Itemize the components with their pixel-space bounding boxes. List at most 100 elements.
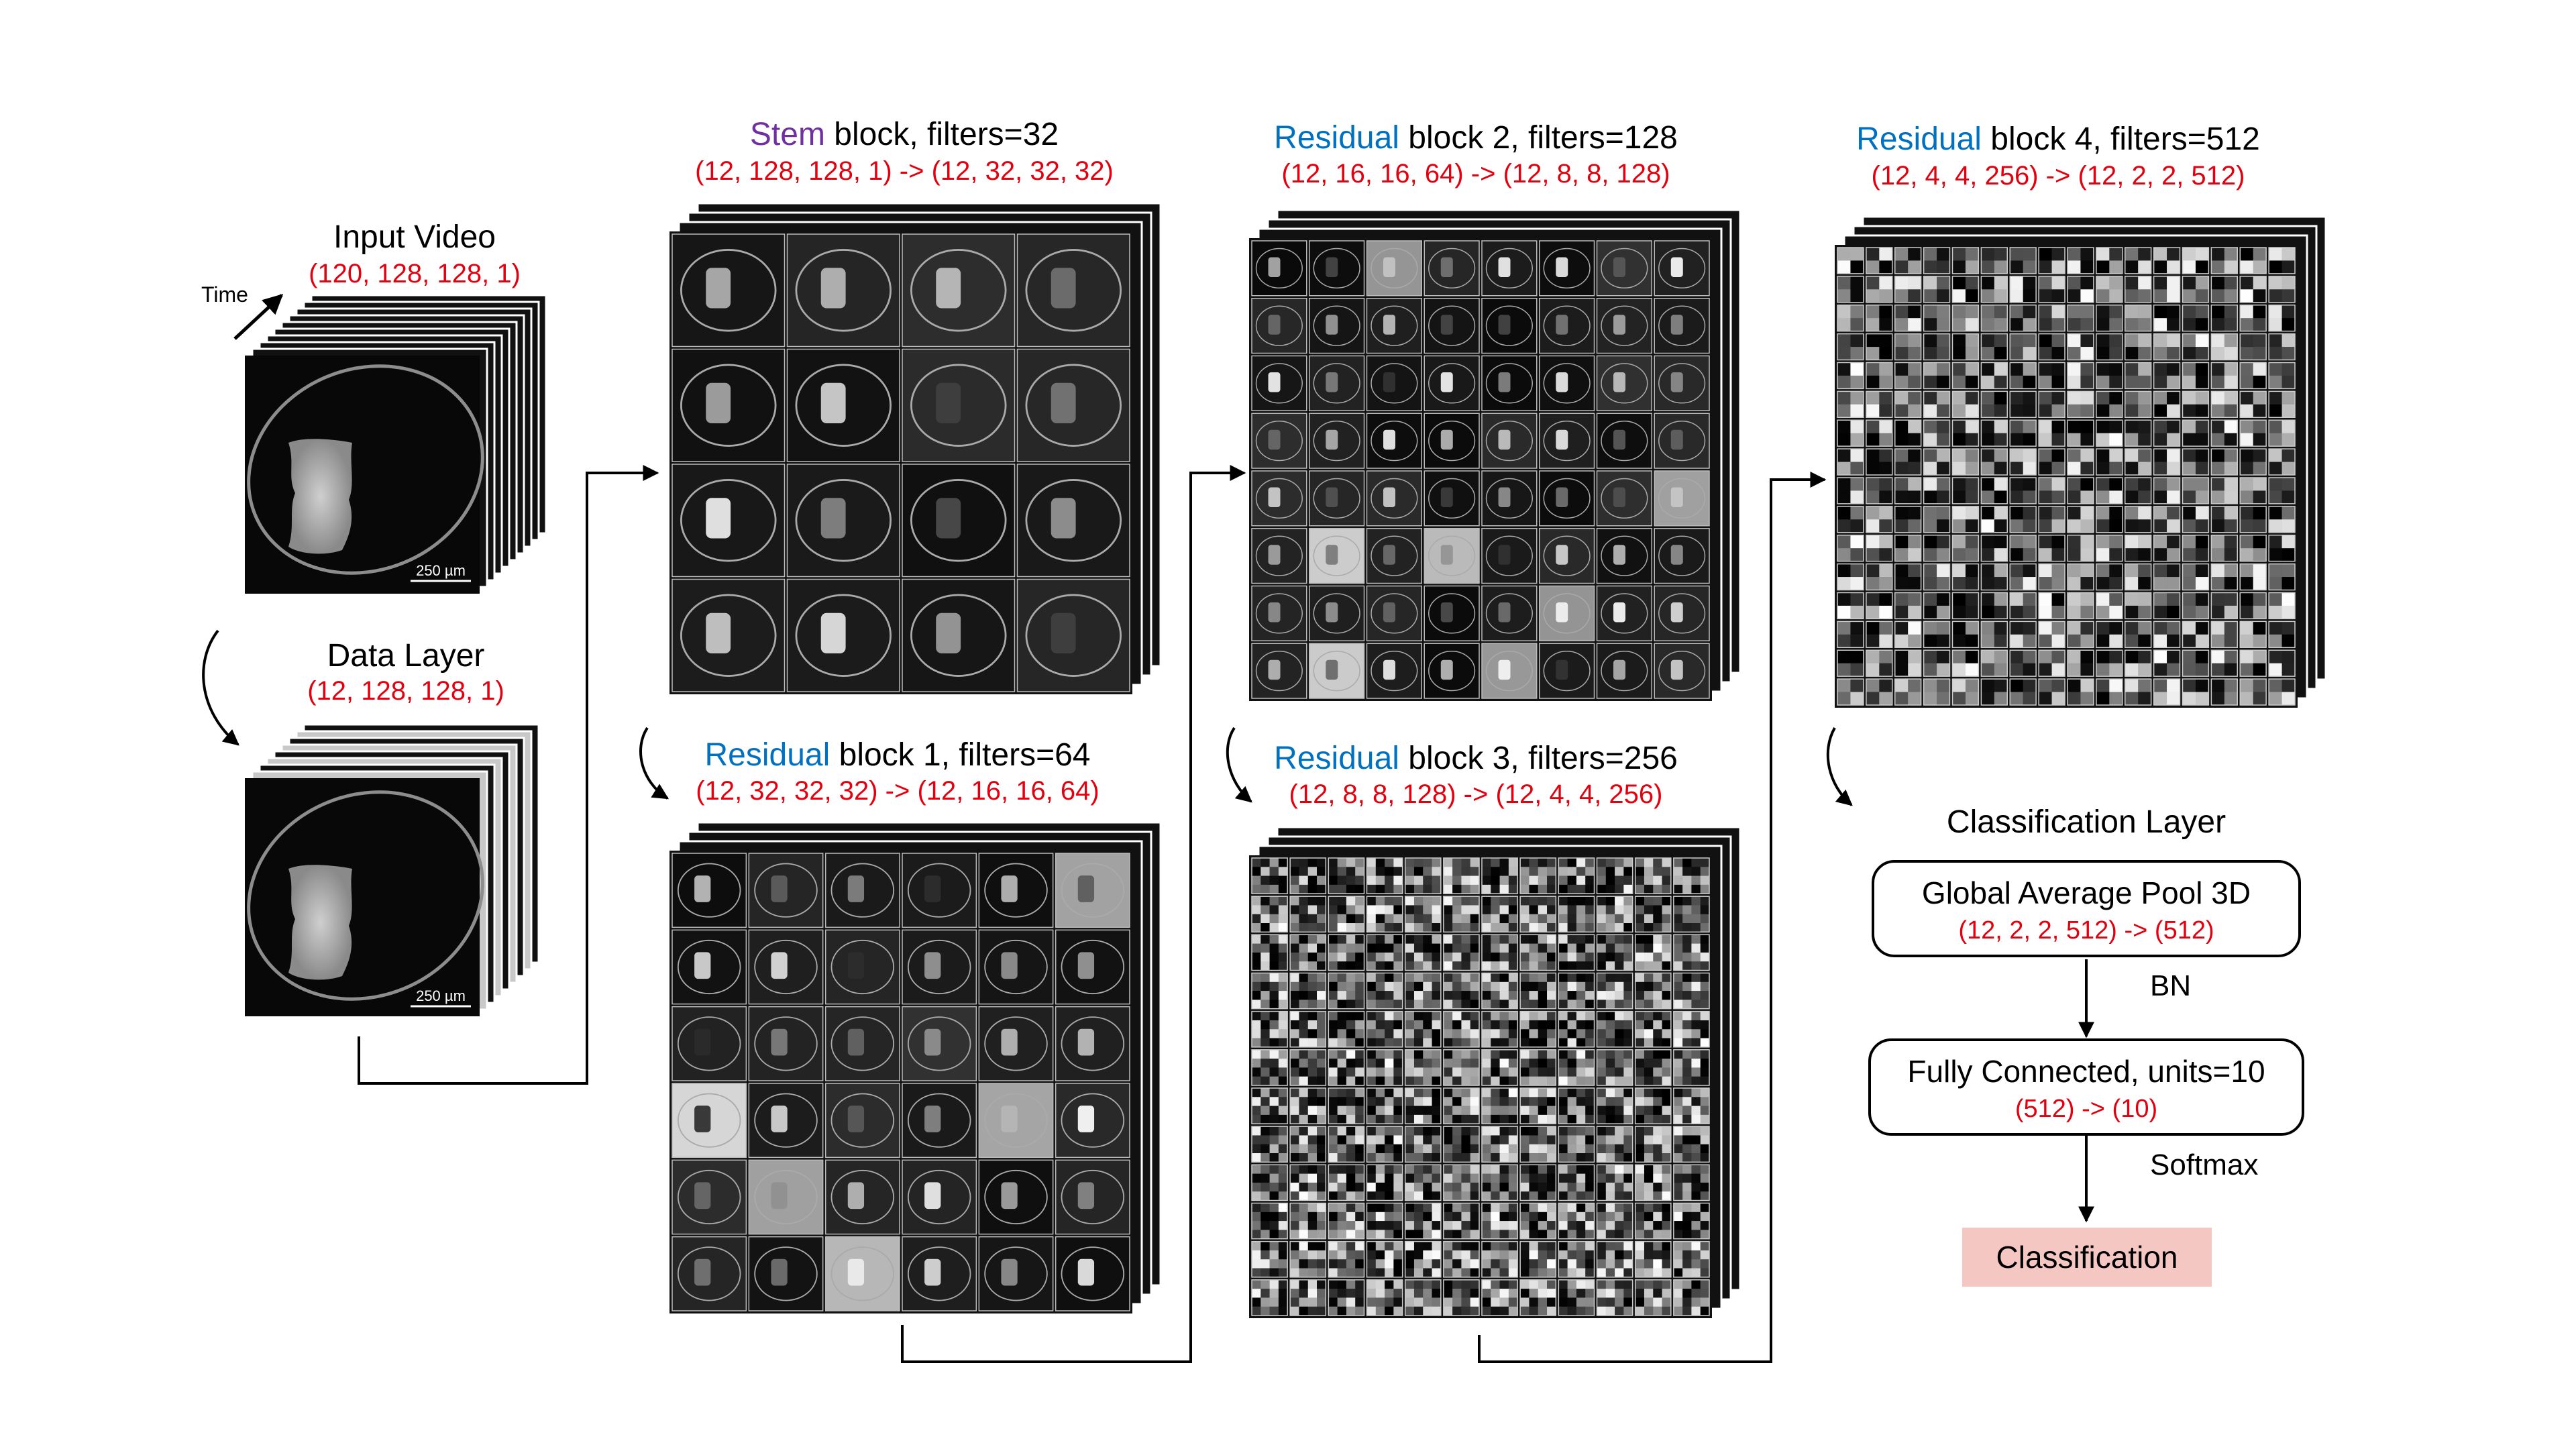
connector-data-to-stem [358, 465, 659, 1085]
feature-map-tile [2067, 477, 2094, 504]
feature-map-tile [1251, 1087, 1288, 1124]
feature-map-tile [1424, 470, 1480, 527]
feature-map-tile [1866, 477, 1893, 504]
feature-map-tile [2125, 448, 2152, 476]
feature-map-tile [1328, 1049, 1365, 1086]
feature-map-tile [1894, 390, 1922, 418]
feature-map-tile [1634, 1087, 1672, 1124]
feature-map-tile [1055, 1006, 1130, 1081]
feature-map-tile [672, 1236, 747, 1311]
feature-map-tile [1837, 333, 1864, 361]
feature-map-tile [1980, 276, 2008, 303]
feature-map-tile [1837, 390, 1864, 418]
feature-map-tile [1866, 247, 1893, 274]
feature-map-tile [2268, 563, 2296, 591]
feature-map-tile [2125, 621, 2152, 648]
feature-map-tile [2009, 333, 2037, 361]
feature-map-tile [1837, 621, 1864, 648]
feature-map-tile [1404, 1202, 1442, 1240]
feature-map-tile [2009, 621, 2037, 648]
feature-map-tile [1634, 1279, 1672, 1316]
feature-map-tile [1055, 1236, 1130, 1311]
res4-block-shape: (12, 4, 4, 256) -> (12, 2, 2, 512) [1871, 161, 2245, 191]
feature-map-tile [1289, 896, 1327, 933]
feature-map-tile [1481, 528, 1538, 584]
res1-block-shape: (12, 32, 32, 32) -> (12, 16, 16, 64) [696, 776, 1099, 806]
feature-map-tile [1558, 1049, 1595, 1086]
feature-map-tile [2210, 535, 2238, 562]
feature-map-tile [2125, 247, 2152, 274]
feature-map-tile [672, 1159, 747, 1235]
feature-map-tile [672, 233, 786, 347]
feature-map-tile [1328, 896, 1365, 933]
feature-map-tile [2009, 419, 2037, 447]
input-scale-bar: 250 µm [416, 562, 466, 579]
feature-map-tile [1404, 896, 1442, 933]
feature-map-tile [672, 578, 786, 692]
feature-map-tile [2009, 563, 2037, 591]
feature-map-tile [1251, 298, 1307, 354]
feature-map-tile [1251, 1126, 1288, 1163]
feature-map-tile [1837, 276, 1864, 303]
feature-map-tile [1866, 592, 1893, 620]
feature-map-tile [2096, 276, 2123, 303]
feature-map-tile [2096, 390, 2123, 418]
stem-keyword: Stem [749, 117, 825, 152]
feature-map-tile [1894, 649, 1922, 677]
feature-map-tile [1837, 649, 1864, 677]
feature-map-tile [2096, 477, 2123, 504]
feature-map-tile [1289, 1202, 1327, 1240]
feature-map-tile [1596, 470, 1652, 527]
feature-map-tile [1980, 448, 2008, 476]
res2-title-rest: block 2, filters=128 [1399, 120, 1678, 156]
feature-map-tile [1519, 1202, 1557, 1240]
feature-map-tile [1654, 298, 1710, 354]
feature-map-tile [1424, 298, 1480, 354]
feature-map-tile [902, 1159, 977, 1235]
feature-map-tile [748, 1083, 824, 1159]
feature-map-tile [2210, 276, 2238, 303]
feature-map-tile [1837, 563, 1864, 591]
input-video-shape: (120, 128, 128, 1) [309, 259, 521, 288]
feature-map-tile [2239, 305, 2267, 332]
feature-map-tile [2096, 506, 2123, 533]
feature-map-tile [2153, 563, 2181, 591]
feature-map-tile [2153, 276, 2181, 303]
feature-map-tile [1539, 643, 1595, 699]
feature-map-tile [2268, 649, 2296, 677]
data-layer-frame: 250 µm [245, 778, 484, 1016]
feature-map-tile [2239, 535, 2267, 562]
feature-map-tile [2096, 621, 2123, 648]
feature-map-tile [1866, 678, 1893, 706]
feature-map-tile [1673, 1126, 1710, 1163]
feature-map-tile [1673, 896, 1710, 933]
feature-map-tile [1980, 477, 2008, 504]
feature-map-tile [786, 578, 900, 692]
feature-map-tile [2153, 333, 2181, 361]
feature-map-tile [1894, 678, 1922, 706]
feature-map-tile [2067, 678, 2094, 706]
feature-map-tile [1654, 470, 1710, 527]
feature-map-tile [2038, 305, 2065, 332]
curved-arrow-res2-to-res3 [1226, 727, 1252, 803]
feature-map-tile [1251, 413, 1307, 469]
feature-map-tile [2268, 333, 2296, 361]
feature-map-tile [2268, 678, 2296, 706]
feature-map-tile [1596, 298, 1652, 354]
feature-map-tile [1016, 464, 1130, 578]
gap-title: Global Average Pool 3D [1921, 875, 2251, 910]
feature-map-tile [672, 929, 747, 1005]
feature-map-tile [1309, 470, 1365, 527]
feature-map-tile [1951, 419, 1980, 447]
feature-map-tile [2038, 563, 2065, 591]
feature-map-tile [2182, 448, 2210, 476]
feature-map-tile [748, 1236, 824, 1311]
feature-map-tile [1424, 643, 1480, 699]
feature-map-tile [2096, 592, 2123, 620]
feature-map-tile [2182, 678, 2210, 706]
feature-map-tile [1519, 1087, 1557, 1124]
feature-map-tile [1443, 1279, 1480, 1316]
feature-map-tile [1289, 1240, 1327, 1278]
feature-map-tile [2096, 305, 2123, 332]
feature-map-tile [1866, 649, 1893, 677]
